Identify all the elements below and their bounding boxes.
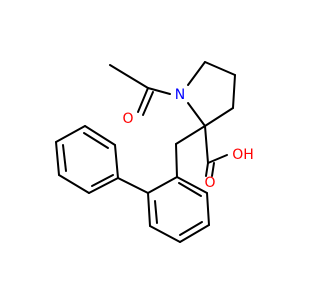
- bond-upper-ring-1: [114, 144, 119, 179]
- bond-lower-ring-4: [179, 224, 210, 243]
- acid-oxygen-label: O: [204, 175, 215, 191]
- bond-carbonyl-oxygen-b: [142, 91, 154, 116]
- molecule-structure: N O OH O: [55, 61, 254, 243]
- bond-upper-ring-inner-3: [91, 174, 114, 187]
- bond-methyl-carbonyl: [109, 64, 149, 89]
- bond-upper-ring-3: [55, 125, 86, 143]
- bond-upper-ring-inner-1: [83, 132, 109, 149]
- bond-acid-oxygen-b: [211, 162, 215, 177]
- bond-biphenyl: [117, 177, 149, 194]
- bond-c2-methylene: [175, 125, 206, 145]
- bond-acid-oxygen-a: [205, 162, 209, 177]
- bond-lower-ring-inner-2: [179, 221, 203, 236]
- bond-acid-hydroxyl: [207, 154, 228, 164]
- bond-upper-ring-inner-2: [62, 144, 67, 172]
- bond-lower-ring-inner-3: [178, 182, 202, 197]
- bond-lower-ring-6: [176, 176, 208, 194]
- bonds: [55, 61, 236, 243]
- bond-ring-c3-c2: [204, 107, 234, 127]
- bond-carbonyl-nitrogen: [147, 87, 171, 95]
- bond-upper-ring-2: [84, 125, 116, 146]
- bond-lower-ring-1: [147, 176, 178, 194]
- bond-upper-ring-4: [55, 141, 60, 176]
- atom-labels: N O OH O: [122, 87, 253, 191]
- bond-upper-ring-6: [88, 177, 119, 194]
- bond-methylene-aryl: [175, 143, 178, 178]
- bond-lower-ring-3: [149, 225, 181, 243]
- nitrogen-label: N: [175, 87, 185, 103]
- bond-nitrogen-ring-c5: [187, 61, 206, 86]
- bond-lower-ring-2: [147, 192, 151, 227]
- structure-canvas: N O OH O: [55, 61, 254, 243]
- bond-lower-ring-5: [206, 192, 210, 226]
- bond-c2-acid-carbon: [204, 125, 209, 164]
- acid-hydroxyl-label: OH: [232, 147, 254, 163]
- carbonyl-oxygen-label: O: [122, 111, 133, 127]
- bond-carbonyl-oxygen-a: [137, 87, 149, 113]
- bond-lower-ring-inner-1: [154, 200, 158, 224]
- bond-ring-c5-c4: [204, 61, 236, 76]
- bond-ring-c4-c3: [232, 74, 236, 109]
- bond-ring-c2-nitrogen: [187, 102, 206, 127]
- bond-upper-ring-5: [58, 174, 90, 194]
